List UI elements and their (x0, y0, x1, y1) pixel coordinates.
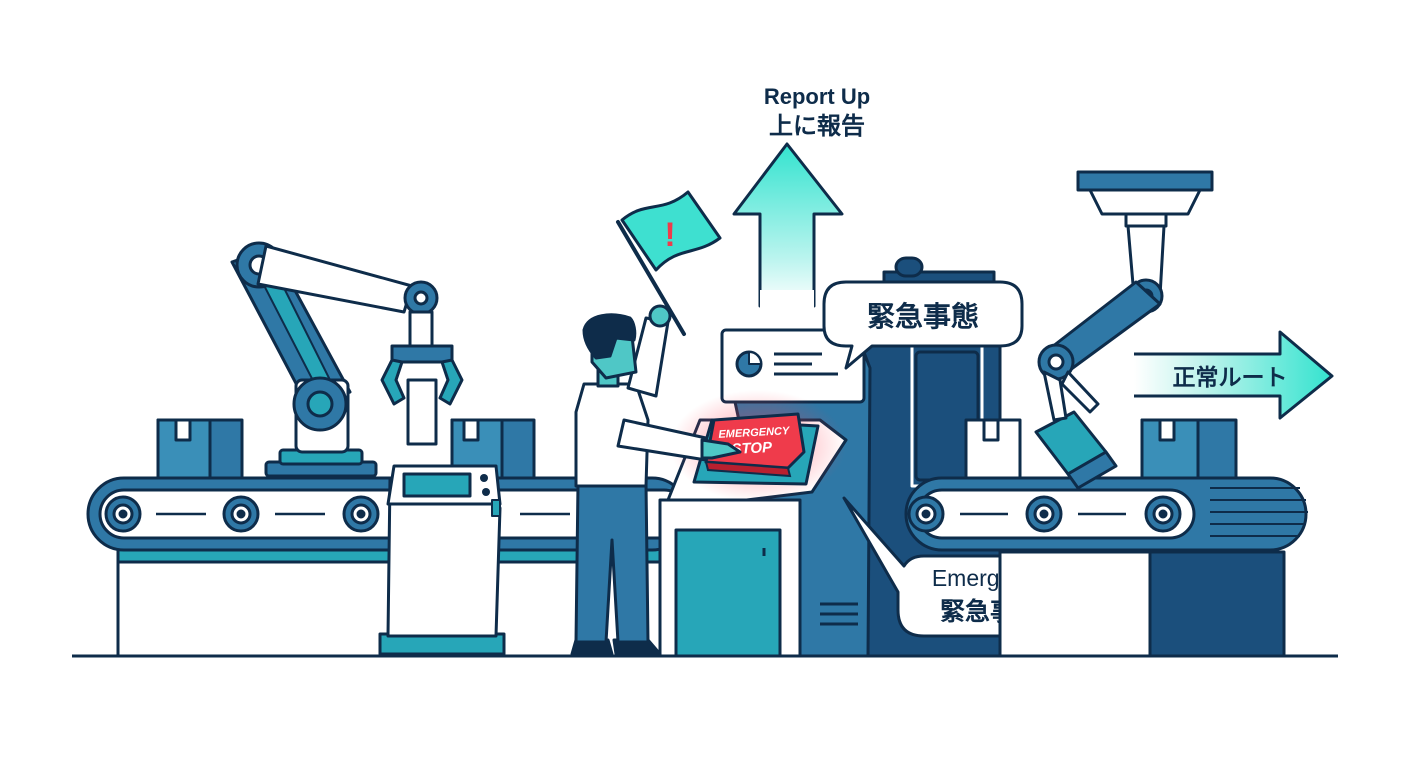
right-arrow-icon (1134, 330, 1334, 420)
up-arrow-icon (732, 142, 844, 310)
roller-icon (104, 495, 380, 533)
button-top-label: EMERGENCY (718, 425, 791, 441)
cardboard-box-icon (1140, 418, 1238, 480)
worker-icon: ! (570, 190, 742, 656)
cardboard-box-icon (964, 418, 1022, 480)
cardboard-box-icon (156, 418, 244, 480)
speech-bubble-top: 緊急事態 (822, 280, 1024, 370)
right-conveyor (904, 476, 1308, 658)
speech-top-label: 緊急事態 (867, 300, 979, 333)
robot-arm-icon (230, 241, 464, 478)
control-kiosk-icon (378, 464, 506, 656)
report-up-jp-label: 上に報告 (769, 112, 865, 140)
button-bottom-label: STOP (731, 439, 773, 458)
report-up-label: Report Up (764, 84, 870, 109)
ceiling-robot-arm-icon (1037, 170, 1214, 422)
normal-route-label: 正常ルート (1173, 365, 1288, 391)
roller-icon (907, 495, 1182, 533)
flag-mark: ! (664, 216, 675, 254)
